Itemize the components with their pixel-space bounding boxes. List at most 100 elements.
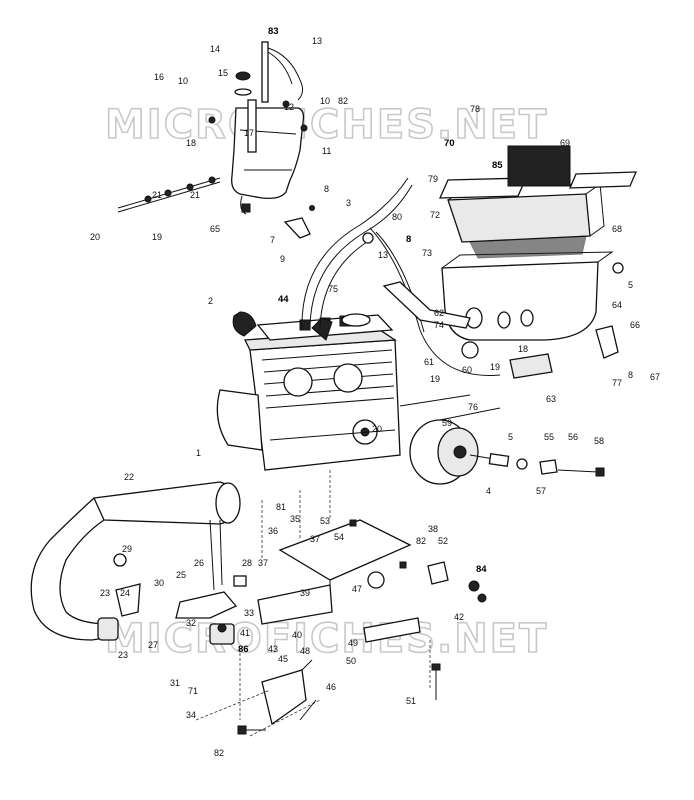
- callout-80: 80: [392, 212, 402, 222]
- callout-44: 44: [278, 294, 289, 305]
- callout-34: 34: [186, 710, 196, 720]
- fuel-line-fittings: [117, 176, 221, 213]
- callout-81: 81: [276, 502, 286, 512]
- callout-54: 54: [334, 532, 344, 542]
- engine-block: [216, 314, 401, 471]
- watermark-top: MICROFICHES.NET: [105, 102, 548, 148]
- callout-22: 22: [124, 472, 134, 482]
- callout-24: 24: [120, 588, 130, 598]
- callout-69: 69: [560, 138, 570, 148]
- callout-16: 16: [154, 72, 164, 82]
- callout-40: 40: [292, 630, 302, 640]
- callout-19: 19: [430, 374, 440, 384]
- callout-33: 33: [244, 608, 254, 618]
- callout-51: 51: [406, 696, 416, 706]
- callout-17: 17: [244, 128, 254, 138]
- callout-46: 46: [326, 682, 336, 692]
- fuel-line-lower: [399, 394, 471, 407]
- callout-62: 62: [434, 308, 444, 318]
- callout-45: 45: [278, 654, 288, 664]
- callout-23: 23: [100, 588, 110, 598]
- callout-77: 77: [612, 378, 622, 388]
- callout-38: 38: [428, 524, 438, 534]
- callout-21: 21: [152, 190, 162, 200]
- callout-82: 82: [338, 96, 348, 106]
- plug-cap-left: [232, 311, 257, 337]
- callout-8: 8: [324, 184, 329, 194]
- callout-83: 83: [268, 26, 279, 37]
- bracket: [382, 281, 471, 329]
- callout-14: 14: [210, 44, 220, 54]
- callout-25: 25: [176, 570, 186, 580]
- callout-85: 85: [492, 160, 503, 171]
- callout-56: 56: [568, 432, 578, 442]
- exhaust-system: [30, 481, 241, 641]
- callout-13: 13: [312, 36, 322, 46]
- callout-30: 30: [154, 578, 164, 588]
- recoil-starter: [409, 419, 605, 485]
- callout-79: 79: [428, 174, 438, 184]
- callout-76: 76: [468, 402, 478, 412]
- callout-3: 3: [346, 198, 351, 208]
- callout-11: 11: [322, 146, 331, 156]
- callout-20: 20: [90, 232, 100, 242]
- callout-41: 41: [240, 628, 250, 638]
- callout-68: 68: [612, 224, 622, 234]
- callout-4: 4: [486, 486, 491, 496]
- bolts: [237, 519, 441, 735]
- callout-2: 2: [208, 296, 213, 306]
- callout-9: 9: [280, 254, 285, 264]
- callout-36: 36: [268, 526, 278, 536]
- fuel-line-lower-2: [439, 407, 501, 421]
- callout-8: 8: [406, 234, 411, 245]
- callout-47: 47: [352, 584, 362, 594]
- callout-75: 75: [328, 284, 338, 294]
- callout-42: 42: [454, 612, 464, 622]
- plug-cap-center: [311, 317, 333, 341]
- callout-60: 60: [462, 365, 472, 375]
- callout-55: 55: [544, 432, 554, 442]
- callout-18: 18: [186, 138, 196, 148]
- callout-35: 35: [290, 514, 300, 524]
- callout-61: 61: [424, 357, 434, 367]
- callout-86: 86: [238, 644, 249, 655]
- callout-57: 57: [536, 486, 546, 496]
- callout-53: 53: [320, 516, 330, 526]
- callout-37: 37: [258, 558, 268, 568]
- callout-19: 19: [152, 232, 162, 242]
- callout-21: 21: [190, 190, 200, 200]
- callout-50: 50: [346, 656, 356, 666]
- callout-10: 10: [178, 76, 188, 86]
- assembly-lines: [195, 470, 431, 737]
- engine-mount-plates: [175, 519, 487, 726]
- callout-20: 20: [372, 424, 382, 434]
- callout-59: 59: [442, 418, 452, 428]
- callout-12: 12: [284, 102, 294, 112]
- callout-67: 67: [650, 372, 660, 382]
- callout-78: 78: [470, 104, 480, 114]
- callout-18: 18: [518, 344, 528, 354]
- callout-84: 84: [476, 564, 487, 575]
- callout-82: 82: [214, 748, 224, 758]
- callout-5: 5: [628, 280, 633, 290]
- callout-48: 48: [300, 646, 310, 656]
- callout-37: 37: [310, 534, 320, 544]
- callout-29: 29: [122, 544, 132, 554]
- callout-70: 70: [444, 138, 455, 149]
- callout-74: 74: [434, 320, 444, 330]
- callout-13: 13: [378, 250, 388, 260]
- callout-71: 71: [188, 686, 198, 696]
- callout-72: 72: [430, 210, 440, 220]
- callout-32: 32: [186, 618, 196, 628]
- oil-tank-assembly: [208, 41, 315, 239]
- callout-1: 1: [196, 448, 201, 458]
- callout-64: 64: [612, 300, 622, 310]
- ring: [461, 341, 479, 359]
- callout-10: 10: [320, 96, 330, 106]
- callout-58: 58: [594, 436, 604, 446]
- callout-65: 65: [210, 224, 220, 234]
- callout-52: 52: [438, 536, 448, 546]
- callout-27: 27: [148, 640, 158, 650]
